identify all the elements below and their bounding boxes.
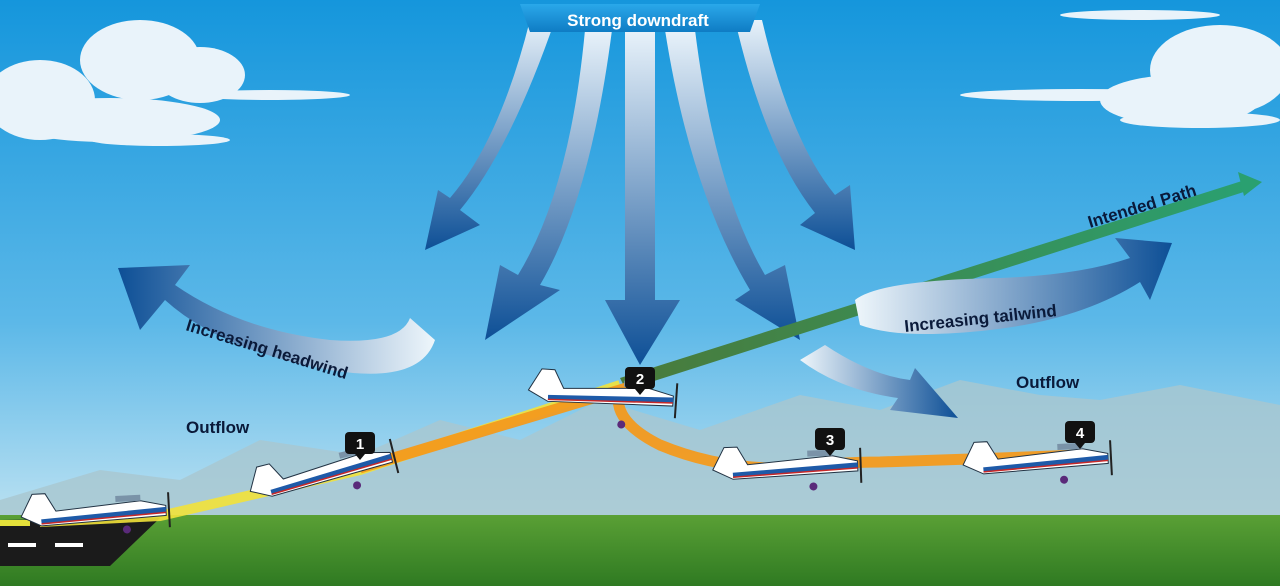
mountains bbox=[0, 380, 1280, 520]
downdraft-arrow bbox=[605, 30, 680, 365]
outflow-arrow bbox=[800, 345, 958, 418]
downdraft-arrows bbox=[425, 20, 855, 365]
cloud-right bbox=[960, 10, 1280, 128]
downdraft-arrow bbox=[485, 30, 612, 340]
svg-text:1: 1 bbox=[356, 436, 364, 453]
position-badge-3: 3 bbox=[815, 428, 845, 456]
airplane-takeoff bbox=[20, 492, 171, 534]
svg-text:4: 4 bbox=[1076, 425, 1085, 442]
downdraft-arrow bbox=[425, 20, 555, 250]
position-badge-1: 1 bbox=[345, 432, 375, 460]
tailwind-arrow: Increasing tailwind bbox=[855, 238, 1172, 336]
position-badge-2: 2 bbox=[625, 367, 655, 395]
airplane-position-3 bbox=[712, 446, 863, 491]
outflow-left-label: Outflow bbox=[186, 418, 250, 437]
outflow-right-label: Outflow bbox=[1016, 373, 1080, 392]
downdraft-arrow bbox=[665, 30, 800, 340]
position-badge-4: 4 bbox=[1065, 421, 1095, 449]
title-label: Strong downdraft bbox=[567, 11, 709, 30]
ground bbox=[0, 515, 1280, 586]
title-banner: Strong downdraft bbox=[520, 4, 760, 32]
downdraft-arrow bbox=[735, 20, 855, 250]
svg-text:2: 2 bbox=[636, 371, 644, 388]
cloud-left bbox=[0, 20, 350, 146]
svg-text:3: 3 bbox=[826, 432, 834, 449]
runway bbox=[0, 518, 160, 566]
airplane-position-4 bbox=[962, 440, 1113, 484]
